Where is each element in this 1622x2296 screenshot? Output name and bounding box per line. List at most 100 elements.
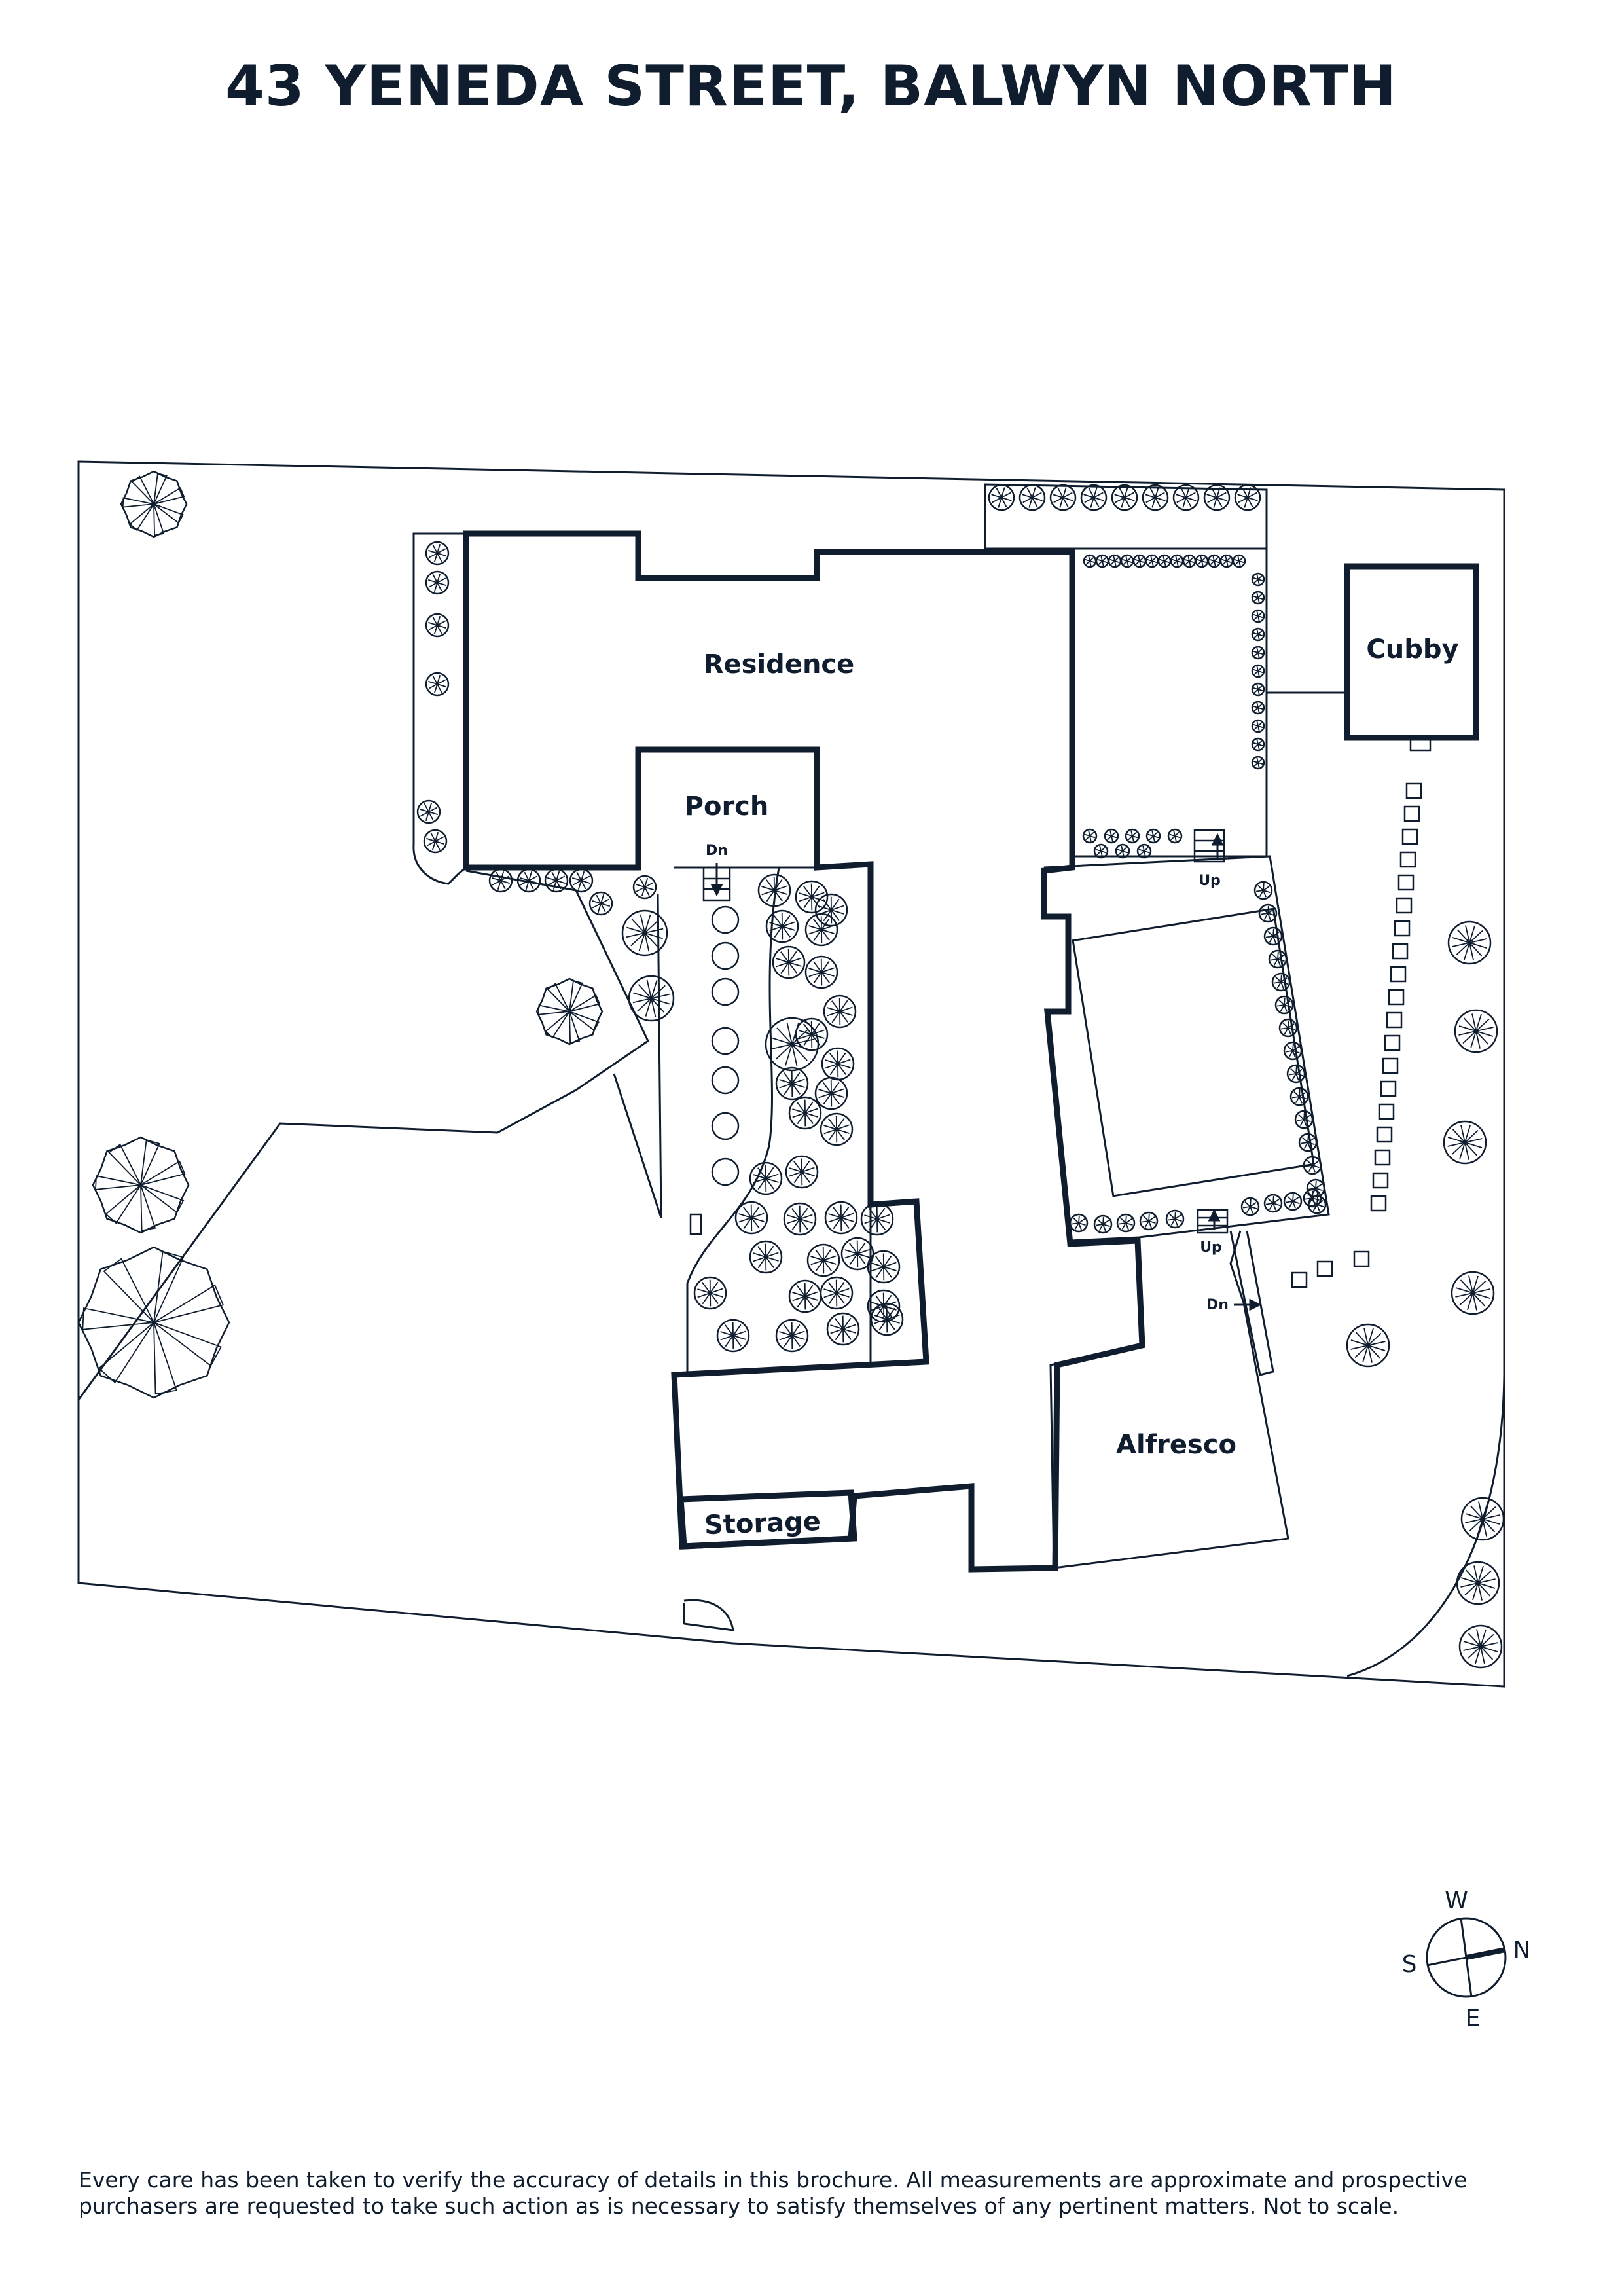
tree-icon (535, 977, 604, 1046)
shrub-icon (1142, 484, 1169, 511)
shrub-icon (1268, 949, 1288, 969)
porch-down-label: Dn (706, 843, 728, 859)
storage-label: Storage (704, 1506, 821, 1540)
property-boundary (77, 460, 1505, 1688)
shrub-icon (823, 994, 857, 1029)
compass-e: E (1466, 2005, 1481, 2032)
shrub-icon (425, 672, 450, 697)
deck-stairs-top (1193, 829, 1225, 863)
shrub-icon (544, 868, 569, 893)
shrub-icon (804, 913, 838, 947)
shrub-icon (1132, 554, 1147, 568)
paver-icon (1372, 1172, 1389, 1189)
shrub-icon (1136, 843, 1152, 859)
shrub-icon (1116, 1213, 1136, 1233)
paver-icon (1380, 1080, 1397, 1097)
paver-icon (1291, 1271, 1308, 1288)
shrub-icon (621, 909, 668, 957)
shrub-icon (1346, 1323, 1390, 1368)
shrub-icon (1219, 554, 1234, 568)
shrub-icon (1456, 1561, 1500, 1605)
porch-label: Porch (685, 792, 769, 822)
shrub-icon (804, 955, 838, 989)
stepping-stone-icon (711, 977, 740, 1006)
shrub-icon (1286, 1064, 1306, 1084)
shrub-icon (867, 1250, 901, 1284)
shrub-icon (1240, 1197, 1260, 1216)
stepping-stone-icon (711, 1112, 740, 1140)
shrub-icon (775, 1066, 809, 1101)
shrub-icon (772, 945, 806, 979)
shrub-icon (1274, 995, 1294, 1015)
shrub-icon (1082, 828, 1098, 844)
shrub-icon (1263, 926, 1283, 946)
tree-group (77, 470, 1505, 1669)
alfresco-label: Alfresco (1116, 1430, 1236, 1460)
paver-icon (1399, 851, 1416, 868)
shrub-icon (1108, 554, 1122, 568)
shrub-icon (1207, 554, 1221, 568)
stepping-stone-icon (711, 1027, 740, 1055)
shrub-icon (806, 1243, 840, 1277)
gate (683, 1599, 734, 1631)
compass-n: N (1513, 1937, 1531, 1963)
shrub-icon (1251, 737, 1265, 752)
shrub-icon (870, 1302, 904, 1336)
paver-icon (1378, 1103, 1395, 1120)
shrub-icon (788, 1096, 822, 1130)
paver-icon (1396, 897, 1413, 914)
shrub-icon (1443, 1120, 1487, 1165)
shrub-icon (516, 868, 541, 893)
left-garden-bed (412, 532, 467, 885)
shrub-icon (820, 1112, 854, 1146)
stepping-stone-icon (711, 1066, 740, 1095)
shrub-icon (1170, 554, 1184, 568)
deck-stairs-bottom (1197, 1209, 1229, 1234)
shrub-icon (1125, 828, 1140, 844)
cubby-label: Cubby (1366, 634, 1458, 665)
shrub-icon (1454, 1009, 1498, 1053)
alfresco-ramp (1229, 1230, 1274, 1376)
pool (1072, 907, 1315, 1197)
alfresco-down-label: Dn (1206, 1297, 1229, 1313)
deck-up-top-label: Up (1198, 873, 1221, 889)
cubby-outline (1344, 563, 1479, 741)
paver-icon (1392, 943, 1409, 960)
tree-icon (77, 1246, 230, 1399)
shrub-icon (1139, 1211, 1159, 1231)
paver-icon (1403, 805, 1420, 822)
garden-arc (1346, 1374, 1505, 1677)
shrub-icon (1018, 484, 1046, 511)
shrub-icon (1182, 554, 1197, 568)
shrub-icon (1145, 828, 1161, 844)
shrub-icon (1251, 627, 1265, 642)
disclaimer-text: Every care has been taken to verify the … (79, 2167, 1468, 2219)
shrub-icon (693, 1276, 727, 1310)
shrub-icon (1251, 719, 1265, 733)
storage-outline (677, 1489, 857, 1550)
shrub-icon (749, 1240, 783, 1274)
alfresco-outline (1049, 1230, 1289, 1569)
pool-surround (1043, 855, 1330, 1242)
shrub-icon (788, 1279, 822, 1313)
paver-icon (1370, 1195, 1387, 1212)
paver-icon (1401, 828, 1418, 845)
shrub-icon (734, 1201, 768, 1235)
shrub-group (416, 484, 1327, 1353)
shrub-icon (1203, 484, 1231, 511)
shrub-icon (840, 1237, 874, 1271)
stepping-stone-icon (711, 1157, 740, 1186)
shrub-icon (425, 541, 450, 566)
tree-icon (92, 1136, 190, 1234)
shrub-icon (1278, 1018, 1298, 1038)
shrub-icon (795, 880, 829, 914)
shrub-icon (860, 1202, 894, 1236)
shrub-icon (814, 1076, 848, 1110)
shrub-icon (1251, 572, 1265, 587)
shrub-icon (1251, 591, 1265, 605)
shrub-icon (488, 868, 513, 893)
shrub-icon (425, 613, 450, 638)
paver-icon (1316, 1260, 1333, 1277)
shrub-icon (1069, 1213, 1089, 1233)
